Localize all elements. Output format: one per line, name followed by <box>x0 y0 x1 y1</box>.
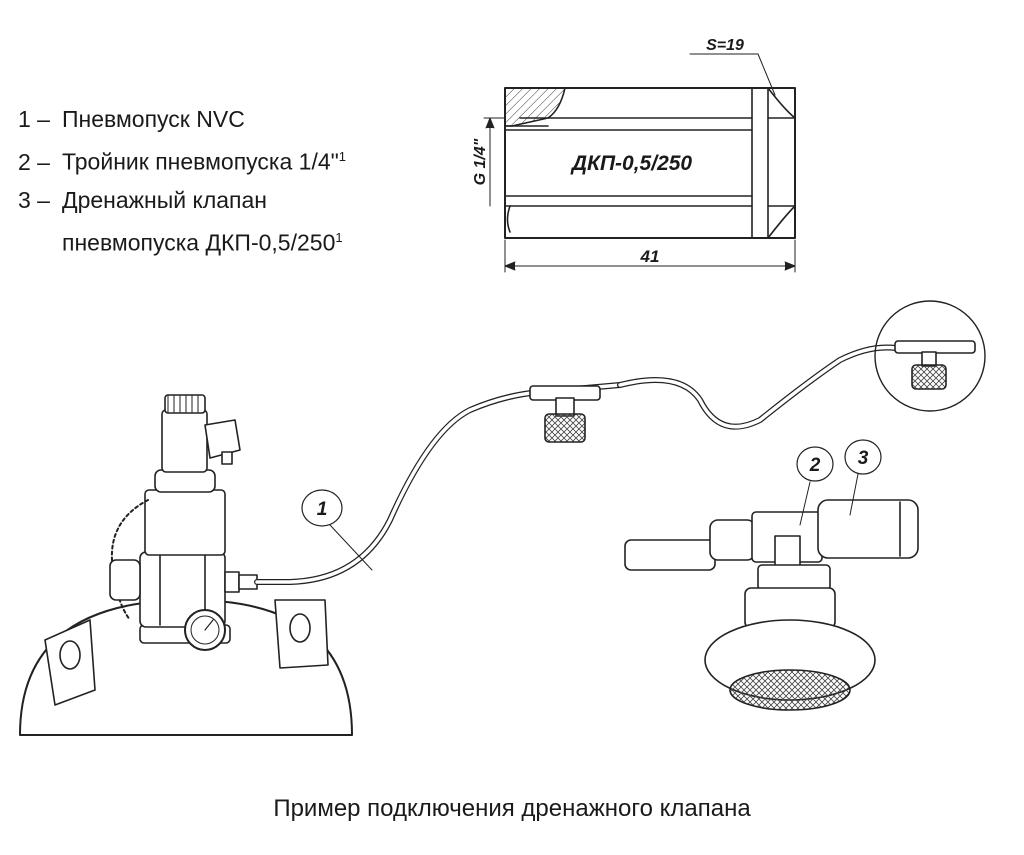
callout-1: 1 <box>301 489 373 571</box>
valve-label: ДКП-0,5/250 <box>570 152 693 175</box>
detail-circle <box>874 300 986 412</box>
legend-text-line2: пневмопуска ДКП-0,5/250 <box>62 229 336 256</box>
legend-item-1: 1 – Пневмопуск NVC <box>18 100 346 138</box>
valve-section-drawing: ДКП-0,5/250 41 S=19 G 1/4" <box>472 37 796 273</box>
callout-label: 2 <box>809 455 821 476</box>
footnote-mark: 1 <box>335 229 343 245</box>
dim-thread: G 1/4" <box>472 138 489 185</box>
legend-num: 2 – <box>18 148 50 175</box>
legend: 1 – Пневмопуск NVC 2 – Тройник пневмопус… <box>18 100 346 261</box>
legend-text: Пневмопуск NVC <box>62 106 245 132</box>
middle-tee <box>529 385 601 443</box>
legend-num: 1 – <box>18 106 50 132</box>
dim-length: 41 <box>640 247 660 266</box>
hose <box>254 344 898 585</box>
nvc-actuator <box>109 394 258 651</box>
legend-text: Тройник пневмопуска 1/4" <box>62 148 339 175</box>
legend-text-wrap: Тройник пневмопуска 1/4"1 <box>62 138 346 181</box>
legend-item-3: 3 – Дренажный клапан пневмопуска ДКП-0,5… <box>18 181 346 262</box>
legend-text: Дренажный клапан <box>62 186 267 213</box>
callout-label: 3 <box>858 448 869 469</box>
callout-3: 3 <box>844 439 882 516</box>
legend-num: 3 – <box>18 186 50 213</box>
legend-item-2: 2 – Тройник пневмопуска 1/4"1 <box>18 138 346 181</box>
caption: Пример подключения дренажного клапана <box>273 795 751 822</box>
callout-label: 1 <box>317 499 328 520</box>
callout-2: 2 <box>796 446 834 526</box>
valve-assembly <box>624 499 919 711</box>
vessel <box>19 599 353 736</box>
legend-text-wrap: Дренажный клапан пневмопуска ДКП-0,5/250… <box>62 181 343 262</box>
footnote-mark: 1 <box>338 149 347 164</box>
dim-wrench: S=19 <box>706 37 744 54</box>
